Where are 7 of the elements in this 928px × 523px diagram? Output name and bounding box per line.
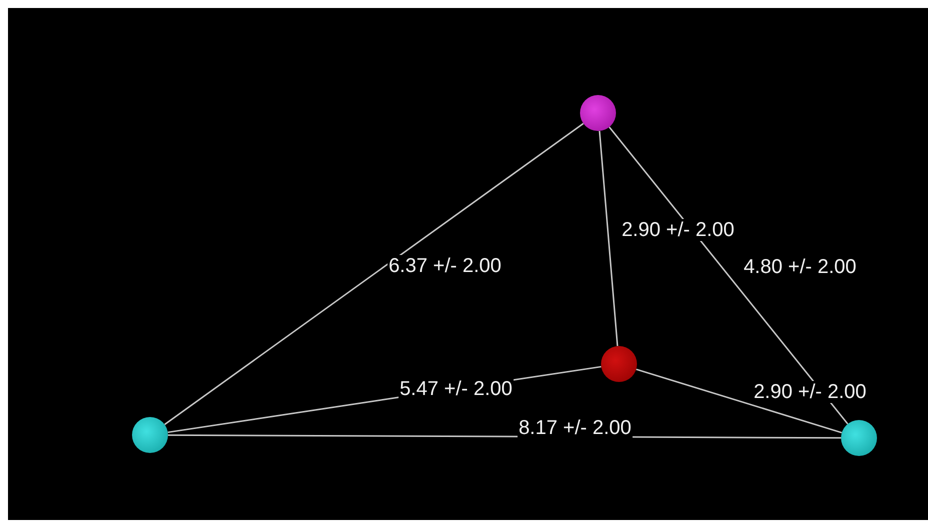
edge-label: 2.90 +/- 2.00 — [752, 381, 868, 403]
edge-label: 5.47 +/- 2.00 — [398, 378, 514, 400]
connector-line — [598, 130, 618, 346]
edge-label: 8.17 +/- 2.00 — [518, 417, 632, 439]
connector-line — [164, 122, 584, 426]
edge-label: 2.90 +/- 2.00 — [620, 219, 736, 241]
connector-line — [636, 368, 842, 434]
